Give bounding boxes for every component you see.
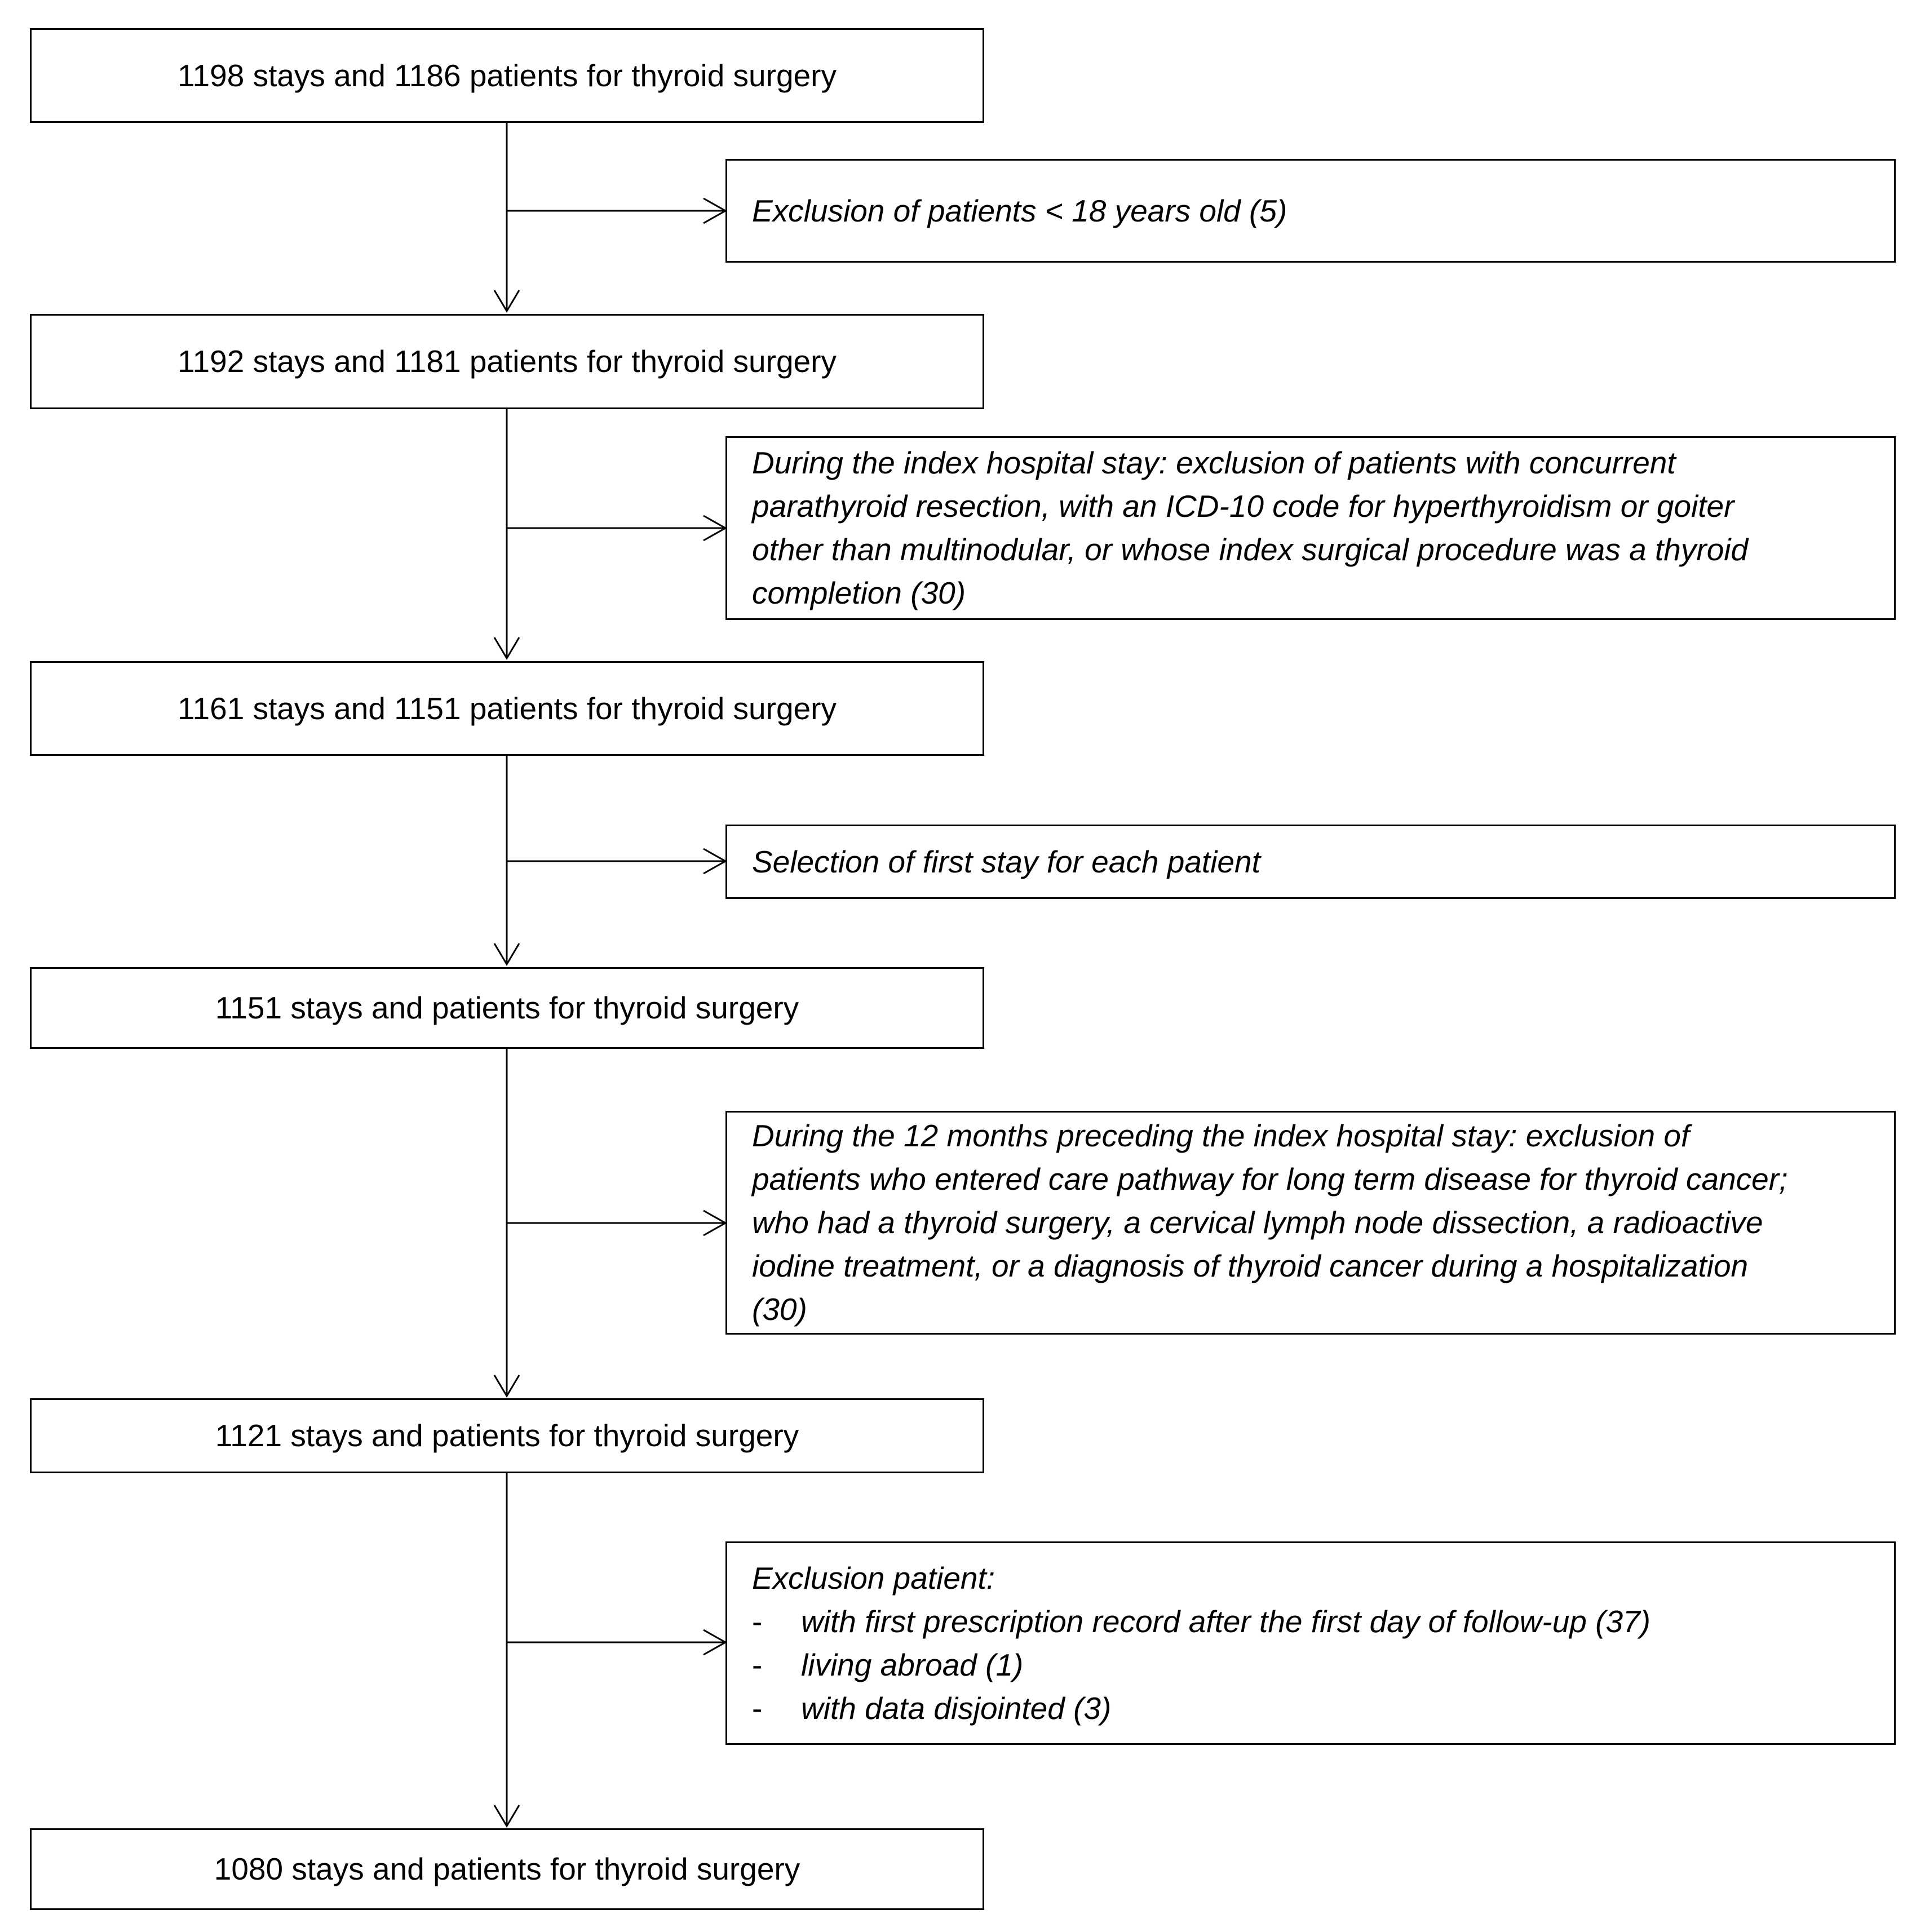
- step-box-3-text: 1161 stays and 1151 patients for thyroid…: [178, 690, 837, 726]
- exclusion-box-2-line: completion (30): [752, 575, 966, 610]
- step-box-1: 1198 stays and 1186 patients for thyroid…: [30, 28, 984, 123]
- bullet-text: with data disjointed (3): [801, 1690, 1112, 1726]
- exclusion-box-4: During the 12 months preceding the index…: [725, 1111, 1896, 1335]
- exclusion-box-4-line: During the 12 months preceding the index…: [752, 1118, 1690, 1153]
- step-box-6-text: 1080 stays and patients for thyroid surg…: [214, 1851, 800, 1886]
- arrowhead-down-1: [493, 290, 520, 313]
- arrowhead-down-2: [493, 637, 520, 660]
- step-box-5-text: 1121 stays and patients for thyroid surg…: [215, 1418, 799, 1453]
- exclusion-box-3: Selection of first stay for each patient: [725, 825, 1896, 899]
- exclusion-box-4-line: (30): [752, 1292, 807, 1327]
- step-box-2-text: 1192 stays and 1181 patients for thyroid…: [178, 344, 837, 379]
- exclusion-bullet-item: - living abroad (1): [752, 1643, 1871, 1687]
- exclusion-box-5-heading: Exclusion patient:: [752, 1560, 995, 1596]
- bullet-dash: -: [752, 1647, 763, 1682]
- bullet-text: living abroad (1): [801, 1647, 1024, 1682]
- exclusion-box-2: During the index hospital stay: exclusio…: [725, 436, 1896, 620]
- step-box-6: 1080 stays and patients for thyroid surg…: [30, 1828, 984, 1910]
- step-box-1-text: 1198 stays and 1186 patients for thyroid…: [178, 57, 837, 93]
- exclusion-bullet-item: - with data disjointed (3): [752, 1687, 1871, 1730]
- step-box-5: 1121 stays and patients for thyroid surg…: [30, 1398, 984, 1473]
- exclusion-box-2-line: parathyroid resection, with an ICD-10 co…: [752, 489, 1734, 524]
- exclusion-box-4-line: who had a thyroid surgery, a cervical ly…: [752, 1205, 1763, 1240]
- step-box-3: 1161 stays and 1151 patients for thyroid…: [30, 661, 984, 756]
- bullet-dash: -: [752, 1603, 763, 1639]
- step-box-4-text: 1151 stays and patients for thyroid surg…: [215, 990, 799, 1025]
- exclusion-box-1: Exclusion of patients < 18 years old (5): [725, 159, 1896, 263]
- step-box-2: 1192 stays and 1181 patients for thyroid…: [30, 314, 984, 409]
- arrowhead-down-3: [493, 943, 520, 966]
- step-box-4: 1151 stays and patients for thyroid surg…: [30, 967, 984, 1049]
- bullet-text: with first prescription record after the…: [801, 1603, 1650, 1639]
- exclusion-box-3-line: Selection of first stay for each patient: [752, 844, 1260, 879]
- exclusion-bullet-item: - with first prescription record after t…: [752, 1600, 1871, 1643]
- arrowhead-down-4: [493, 1375, 520, 1398]
- exclusion-box-2-line: During the index hospital stay: exclusio…: [752, 445, 1676, 480]
- exclusion-box-4-line: patients who entered care pathway for lo…: [752, 1162, 1788, 1197]
- exclusion-box-4-line: iodine treatment, or a diagnosis of thyr…: [752, 1248, 1749, 1283]
- exclusion-box-1-line: Exclusion of patients < 18 years old (5): [752, 193, 1287, 228]
- arrowhead-down-5: [493, 1805, 520, 1828]
- exclusion-box-2-line: other than multinodular, or whose index …: [752, 532, 1749, 567]
- exclusion-box-5: Exclusion patient: - with first prescrip…: [725, 1541, 1896, 1745]
- bullet-dash: -: [752, 1690, 763, 1726]
